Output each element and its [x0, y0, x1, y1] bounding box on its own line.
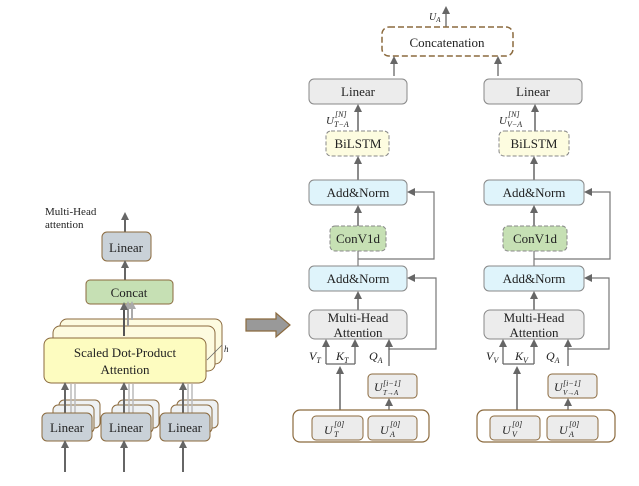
linear-input-2-label: Linear: [109, 420, 144, 435]
branch2-u-prev-box: [547, 373, 598, 399]
concatenation-block: UA Concatenation: [381, 6, 514, 76]
branch1-addnorm-bottom-label: Add&Norm: [327, 271, 390, 286]
branch2-bilstm-label: BiLSTM: [511, 136, 558, 151]
branch1-u-in1-label: U: [324, 423, 334, 437]
linear-input-1-label: Linear: [50, 420, 85, 435]
branch1-conv-label: ConV1d: [336, 231, 381, 246]
branch-text-audio: Linear U [N] T−A BiLSTM Add&Norm ConV1d …: [292, 78, 437, 443]
left-title-line1: Multi-Head: [45, 206, 97, 218]
branch1-u-prev-sub: T→A: [383, 389, 399, 397]
branch1-u-in2-sup: [0]: [390, 420, 400, 429]
branch1-u-in1-sup: [0]: [334, 420, 344, 429]
h-label: h: [224, 344, 229, 354]
branch1-v-label: VT: [309, 349, 321, 365]
branch2-u-in2-box: [546, 415, 599, 441]
branch2-u-out-sup: [N]: [508, 110, 520, 119]
branch2-u-out-sub: V−A: [507, 120, 522, 129]
branch2-u-in1-sup: [0]: [512, 420, 522, 429]
branch-visual-audio: Linear U [N] V−A BiLSTM Add&Norm ConV1d …: [476, 78, 616, 443]
branch2-conv-label: ConV1d: [513, 231, 558, 246]
linear-input-1: Linear: [41, 382, 101, 472]
branch2-residual-top: [534, 188, 611, 260]
branch1-linear-label: Linear: [341, 84, 376, 99]
branch1-q-label: QA: [369, 349, 383, 365]
branch2-u-out-label: U: [499, 115, 508, 127]
branch1-u-in2-box: [367, 415, 418, 441]
branch2-u-in2-label: U: [559, 423, 569, 437]
left-multihead-diagram: Multi-Head attention Linear Concat Scale…: [41, 206, 229, 472]
branch2-k-label: KV: [514, 349, 529, 365]
concat-label: Concat: [111, 285, 148, 300]
branch2-conv-box: [502, 225, 568, 252]
branch2-mha-line1: Multi-Head: [504, 310, 565, 325]
branch1-u-out-label: U: [326, 115, 335, 127]
branch1-u-in2-label: U: [380, 423, 390, 437]
branch2-v-label: VV: [486, 349, 499, 365]
branch2-u-prev-sub: V→A: [563, 389, 579, 397]
sdpa-label-line2: Attention: [100, 362, 150, 377]
branch2-addnorm-top-label: Add&Norm: [503, 185, 566, 200]
branch1-u-out-sub: T−A: [334, 120, 349, 129]
branch1-u-prev-label: U: [374, 380, 384, 394]
branch1-addnorm-top-label: Add&Norm: [327, 185, 390, 200]
branch1-u-in1-sub: T: [334, 430, 339, 439]
branch2-u-in2-sub: A: [568, 430, 574, 439]
linear-input-2: Linear: [100, 382, 160, 472]
branch2-addnorm-bottom-label: Add&Norm: [503, 271, 566, 286]
h-indicator-line: [206, 344, 223, 361]
branch1-k-label: KT: [335, 349, 349, 365]
branch1-residual-top: [358, 188, 435, 260]
branch2-u-in1-label: U: [502, 423, 512, 437]
branch2-u-in1-sub: V: [512, 430, 518, 439]
branch2-u-prev-label: U: [554, 380, 564, 394]
branch2-u-in1-box: [489, 415, 541, 441]
branch2-q-label: QA: [546, 349, 560, 365]
ua-label: UA: [429, 12, 441, 24]
linear-input-3-label: Linear: [168, 420, 203, 435]
branch1-u-in1-box: [311, 415, 364, 441]
branch1-bilstm-label: BiLSTM: [335, 136, 382, 151]
sdpa-label-line1: Scaled Dot-Product: [74, 345, 177, 360]
branch1-u-prev-sup: [i−1]: [383, 379, 401, 388]
branch2-mha-line2: Attention: [509, 325, 559, 340]
transition-arrow-icon: [245, 311, 291, 339]
concatenation-label: Concatenation: [409, 35, 485, 50]
branch1-u-in2-sub: A: [389, 430, 395, 439]
branch1-mha-line1: Multi-Head: [328, 310, 389, 325]
linear-input-3: Linear: [159, 382, 219, 472]
branch2-linear-label: Linear: [516, 84, 551, 99]
branch1-mha-line2: Attention: [333, 325, 383, 340]
concatenation-box: [381, 26, 514, 57]
branch2-u-in2-sup: [0]: [569, 420, 579, 429]
branch1-u-out-sup: [N]: [335, 110, 347, 119]
left-title-line2: attention: [45, 219, 84, 231]
branch2-u-prev-sup: [i−1]: [563, 379, 581, 388]
linear-top-label: Linear: [109, 240, 144, 255]
